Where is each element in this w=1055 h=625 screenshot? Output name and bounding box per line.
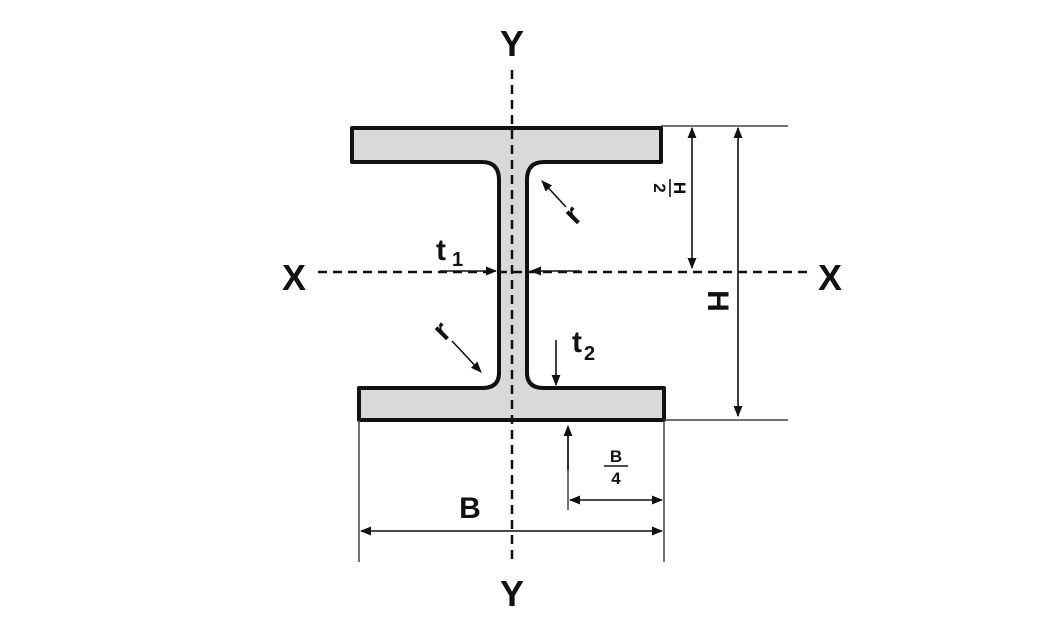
radius-arrow-upper — [541, 180, 567, 208]
axis-x-right-label: X — [818, 257, 842, 298]
quarter-width-denominator: 4 — [611, 469, 621, 488]
quarter-width-label: B 4 — [604, 447, 628, 488]
axis-y-top-label: Y — [500, 23, 524, 64]
radius-lower-label: r — [426, 315, 458, 347]
width-label: B — [459, 492, 481, 525]
quarter-width-numerator: B — [610, 447, 622, 466]
half-height-numerator: H — [670, 182, 689, 194]
radius-upper-label: r — [557, 199, 589, 231]
half-height-denominator: 2 — [650, 183, 669, 192]
radius-arrow-lower — [451, 340, 482, 373]
height-label: H — [701, 290, 734, 312]
axis-y-bottom-label: Y — [500, 573, 524, 614]
axis-x-left-label: X — [282, 257, 306, 298]
i-beam-section — [350, 126, 666, 422]
half-height-label: H 2 — [650, 179, 689, 197]
